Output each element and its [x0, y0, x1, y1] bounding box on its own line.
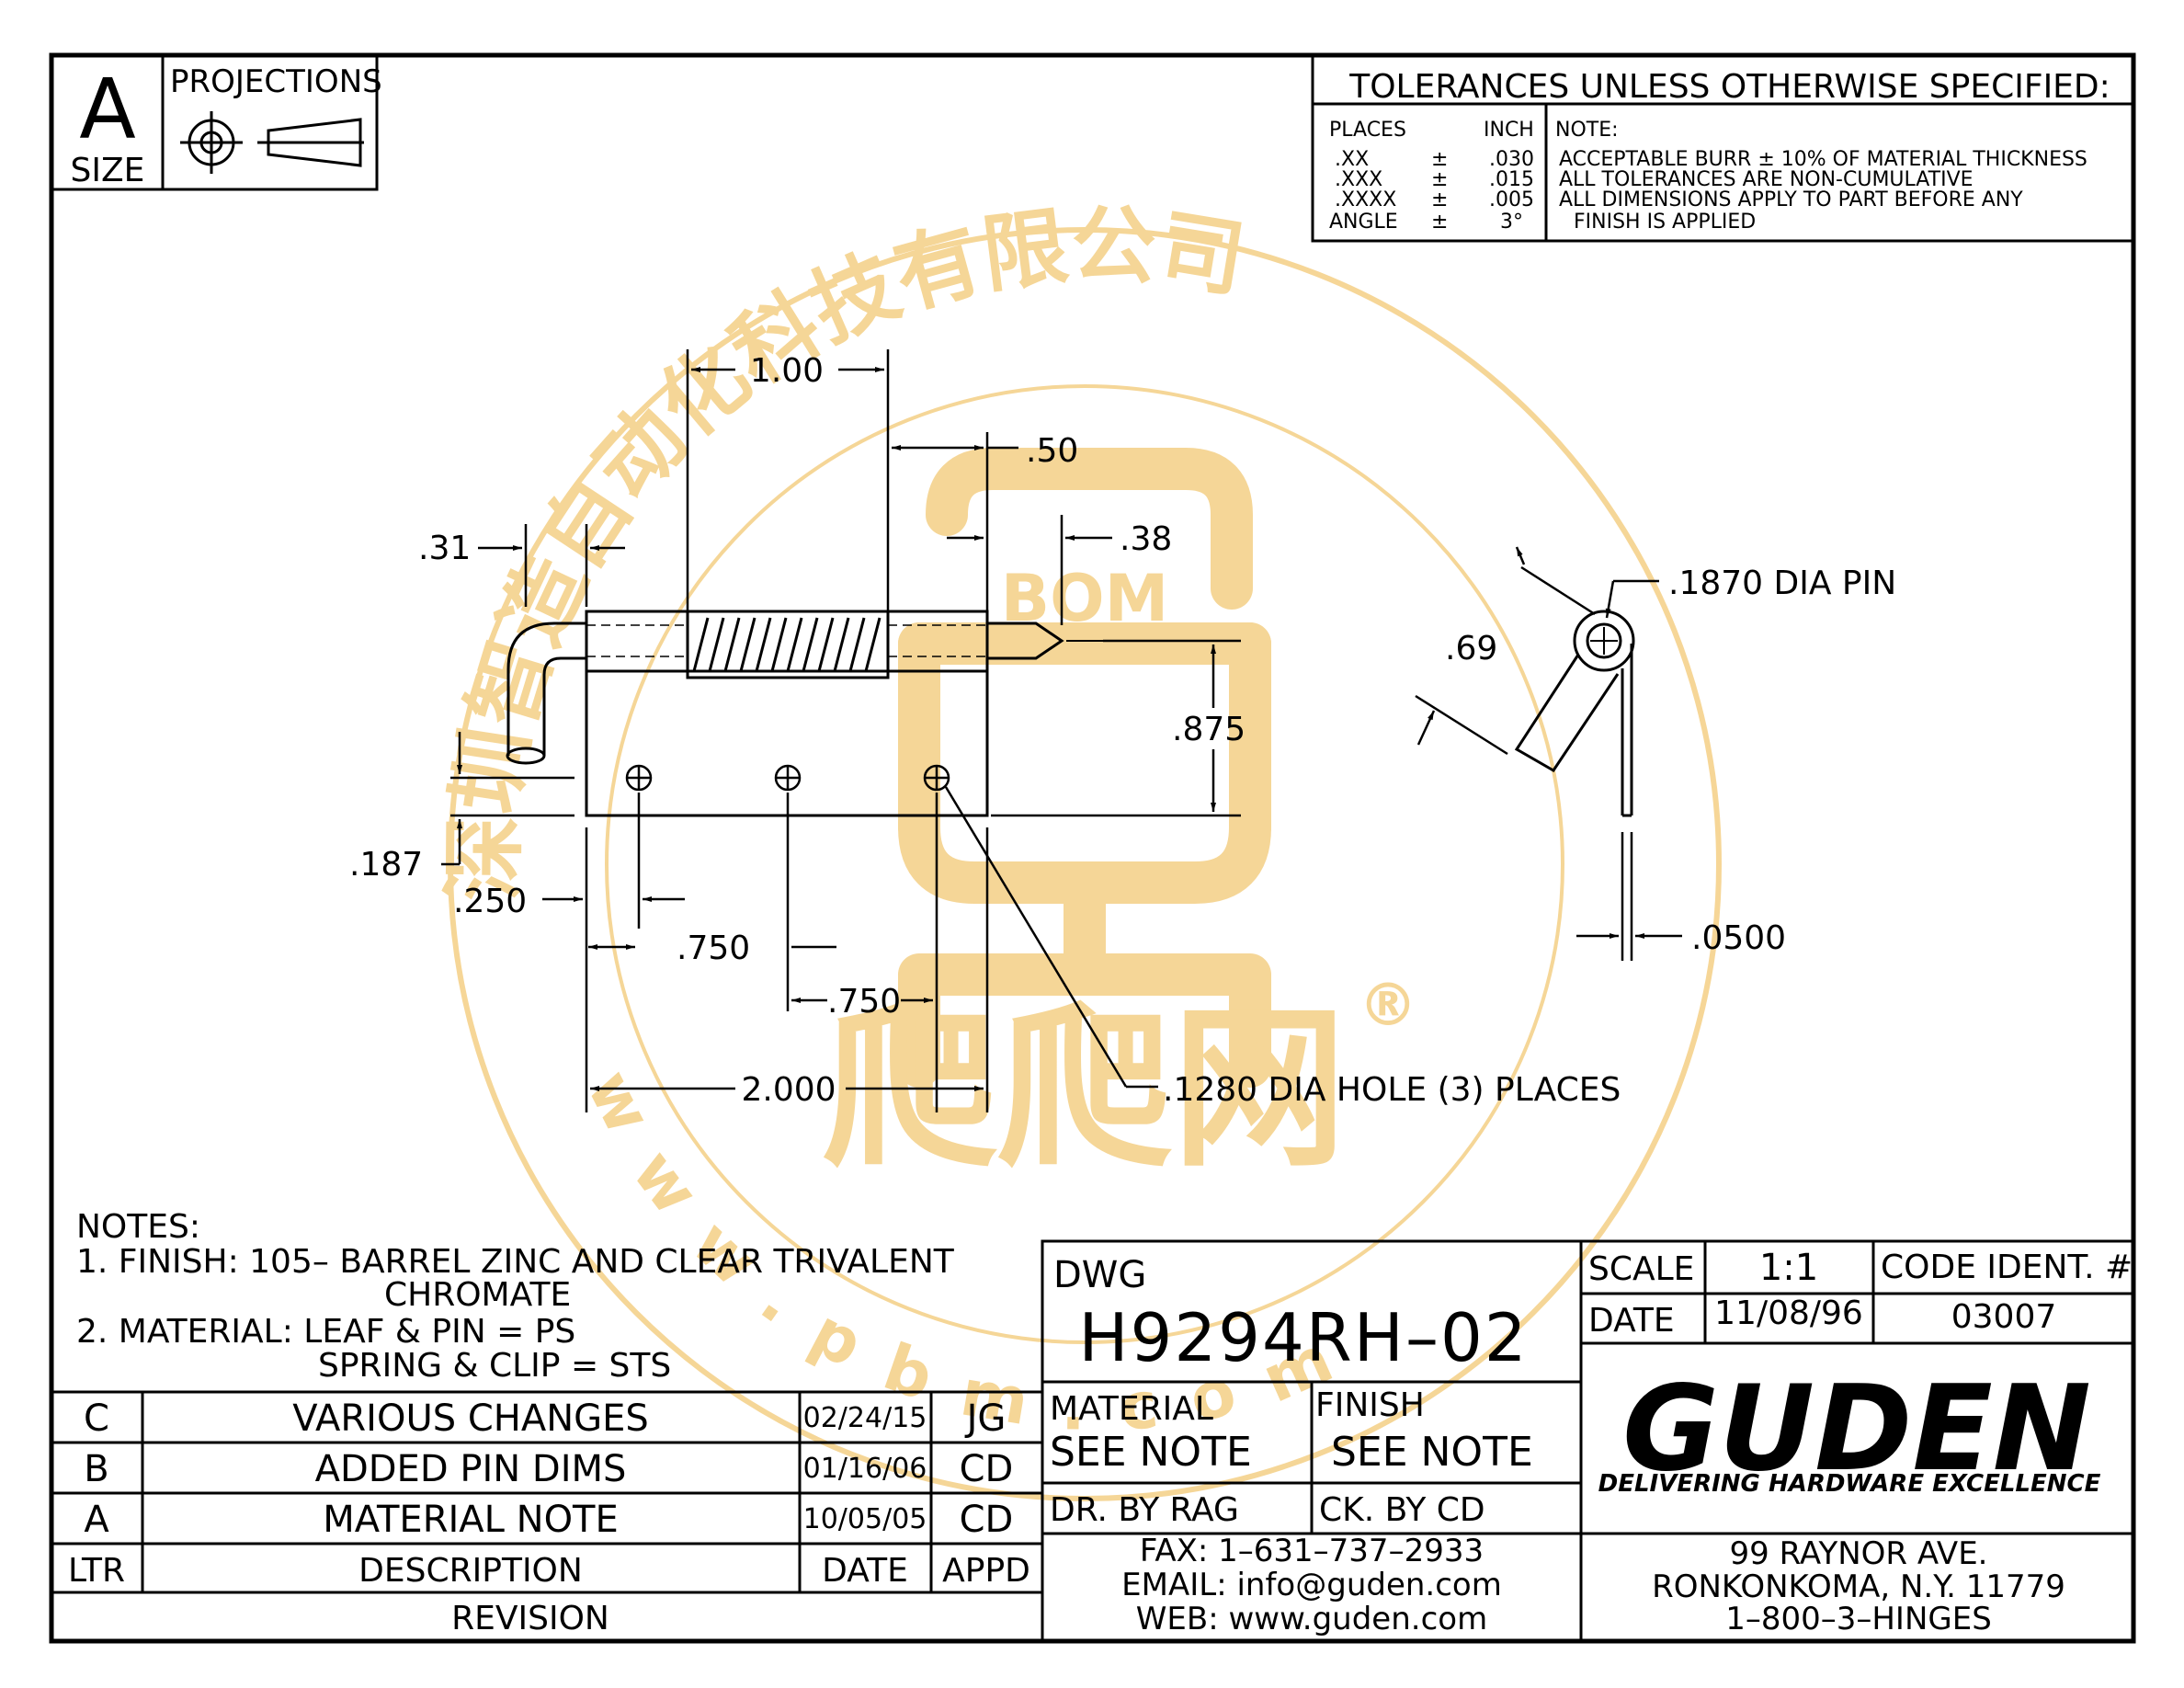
size-letter: A [79, 62, 136, 158]
tol-pm: ± [1431, 188, 1448, 211]
tol-pm: ± [1431, 168, 1448, 191]
material-label: MATERIAL [1050, 1390, 1213, 1428]
tol-pm: ± [1431, 148, 1448, 171]
size-block: A SIZE PROJECTIONS [50, 53, 382, 191]
tolerance-note: ACCEPTABLE BURR ± 10% OF MATERIAL THICKN… [1559, 148, 2087, 171]
code-ident-label: CODE IDENT. # [1881, 1249, 2133, 1286]
notes-header: NOTES: [76, 1208, 200, 1246]
dim-0-0500: .0500 [1691, 919, 1786, 957]
dim-0-38: .38 [1120, 520, 1172, 558]
drawn-by: DR. BY RAG [1050, 1491, 1239, 1529]
dimensions [441, 349, 1241, 1112]
date-label: DATE [1588, 1302, 1675, 1340]
rev-letter: A [84, 1499, 109, 1541]
guden-logo: GUDEN [1622, 1361, 2091, 1498]
watermark-bom: BOM [1001, 561, 1169, 636]
dim-2-000: 2.000 [741, 1071, 836, 1109]
tolerance-title: TOLERANCES UNLESS OTHERWISE SPECIFIED: [1348, 68, 2110, 106]
dimension-labels: 1.00 .50 .31 .38 .875 .187 .250 .750 .75… [349, 352, 1621, 1109]
fax: FAX: 1–631–737–2933 [1140, 1533, 1484, 1569]
rev-approved: CD [960, 1499, 1014, 1541]
dwg-label: DWG [1053, 1254, 1146, 1296]
note-finish: 1. FINISH: 105– BARREL ZINC AND CLEAR TR… [76, 1243, 955, 1281]
address-line-2: RONKONKOMA, N.Y. 11779 [1652, 1568, 2065, 1605]
dim-0-50: .50 [1026, 432, 1078, 470]
rev-description: MATERIAL NOTE [323, 1499, 619, 1541]
rev-header-description: DESCRIPTION [358, 1552, 583, 1590]
code-ident-value: 03007 [1951, 1298, 2057, 1336]
tol-value: 3° [1500, 211, 1523, 234]
inch-header: INCH [1484, 119, 1534, 142]
dim-0-187: .187 [349, 846, 423, 884]
rev-header-ltr: LTR [68, 1552, 125, 1590]
dim-0-69: .69 [1445, 630, 1497, 667]
dim-0-250: .250 [453, 883, 527, 920]
note-finish-cont: CHROMATE [384, 1276, 571, 1314]
notes-block: NOTES: 1. FINISH: 105– BARREL ZINC AND C… [76, 1208, 955, 1385]
tol-pm: ± [1431, 211, 1448, 234]
front-view [506, 610, 1103, 817]
revision-footer: REVISION [451, 1600, 609, 1637]
finish-label: FINISH [1315, 1386, 1425, 1424]
tol-place: .XX [1335, 148, 1369, 171]
tol-place: .XXXX [1335, 188, 1396, 211]
email: EMAIL: info@guden.com [1121, 1567, 1502, 1603]
rev-letter: B [84, 1448, 108, 1490]
guden-tagline: DELIVERING HARDWARE EXCELLENCE [1598, 1470, 2101, 1498]
hole-callout: .1280 DIA HOLE (3) PLACES [1163, 1071, 1621, 1109]
note-header: NOTE: [1555, 119, 1619, 142]
spring [686, 610, 890, 679]
note-material: 2. MATERIAL: LEAF & PIN = PS [76, 1313, 575, 1351]
dim-0-875: .875 [1172, 711, 1246, 748]
pin-callout: .1870 DIA PIN [1668, 565, 1896, 602]
tol-value: .030 [1489, 148, 1534, 171]
revision-table: C VARIOUS CHANGES 02/24/15 JG B ADDED PI… [50, 1390, 1044, 1643]
rev-description: VARIOUS CHANGES [292, 1397, 649, 1440]
tolerance-note: ALL TOLERANCES ARE NON-CUMULATIVE [1559, 168, 1974, 191]
rev-approved: CD [960, 1448, 1014, 1490]
tol-place: ANGLE [1329, 211, 1398, 234]
third-angle-projection-icon [180, 111, 364, 174]
dwg-number: H9294RH–02 [1078, 1299, 1528, 1376]
projections-label: PROJECTIONS [170, 63, 382, 100]
tol-value: .005 [1489, 188, 1534, 211]
dim-1-00: 1.00 [750, 352, 824, 390]
date-value: 11/08/96 [1714, 1295, 1863, 1332]
dim-0-750-second: .750 [827, 983, 901, 1021]
tol-place: .XXX [1335, 168, 1382, 191]
tolerance-note: ALL DIMENSIONS APPLY TO PART BEFORE ANY [1559, 188, 2023, 211]
note-material-cont: SPRING & CLIP = STS [318, 1347, 671, 1385]
web: WEB: www.guden.com [1136, 1601, 1487, 1637]
finish-value: SEE NOTE [1331, 1429, 1533, 1476]
dim-0-31: .31 [418, 530, 471, 567]
side-view-labels: .1870 DIA PIN .69 .0500 [1445, 565, 1896, 957]
places-header: PLACES [1329, 119, 1406, 142]
tol-value: .015 [1489, 168, 1534, 191]
pin-handle [506, 622, 586, 756]
rev-header-appd: APPD [942, 1552, 1030, 1590]
watermark-registered: ® [1359, 972, 1417, 1040]
title-block: DWG H9294RH–02 MATERIAL SEE NOTE FINISH … [1041, 1239, 2135, 1643]
rev-date: 10/05/05 [803, 1503, 927, 1535]
rev-date: 02/24/15 [803, 1402, 927, 1434]
pin-tip [987, 622, 1064, 660]
rev-header-date: DATE [822, 1552, 908, 1590]
side-view [1415, 546, 1682, 961]
checked-by: CK. BY CD [1319, 1491, 1485, 1529]
dim-0-750-first: .750 [677, 930, 750, 967]
tolerance-block: TOLERANCES UNLESS OTHERWISE SPECIFIED: P… [1311, 53, 2135, 243]
rev-letter: C [84, 1397, 109, 1440]
material-value: SEE NOTE [1050, 1429, 1252, 1476]
scale-value: 1:1 [1759, 1247, 1818, 1289]
rev-date: 01/16/06 [803, 1453, 927, 1485]
size-label: SIZE [71, 152, 145, 189]
scale-label: SCALE [1588, 1250, 1694, 1288]
address-line-1: 99 RAYNOR AVE. [1730, 1535, 1988, 1572]
address-line-3: 1–800–3–HINGES [1725, 1601, 1992, 1637]
tolerance-note: FINISH IS APPLIED [1574, 211, 1756, 234]
rev-approved: JG [964, 1397, 1007, 1440]
rev-description: ADDED PIN DIMS [315, 1448, 627, 1490]
mounting-holes [625, 764, 950, 792]
